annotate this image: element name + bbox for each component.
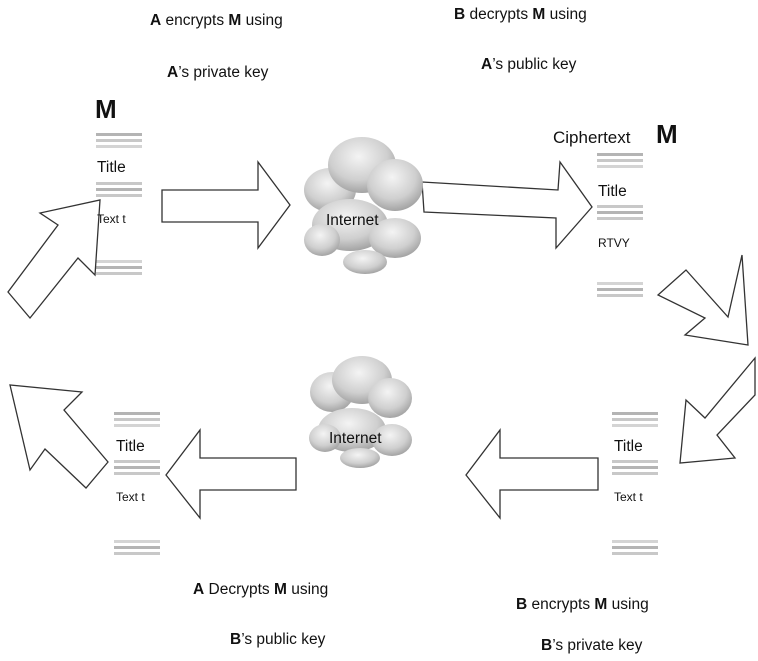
caption-top-right-line2: A’s public key [481, 56, 577, 73]
caption-bottom-left-line1: A Decrypts M using [193, 581, 329, 598]
doc-top-left-body: Text t [97, 212, 126, 226]
doc-top-left-marker: M [95, 94, 117, 124]
doc-top-right-title: Title [598, 183, 627, 200]
doc-top-right-body: RTVY [598, 236, 630, 250]
arrow-doc-to-internet-top [161, 160, 291, 250]
doc-top-left-title: Title [97, 159, 126, 176]
doc-top-right-marker: M [656, 119, 678, 149]
internet-cloud-top [304, 137, 423, 274]
caption-bottom-right-line2: B’s private key [541, 637, 643, 654]
caption-top-left-line1: A encrypts M using [150, 12, 283, 29]
arrow-internet-to-doc-bottom [165, 428, 297, 520]
internet-cloud-bottom [309, 356, 412, 468]
arrow-doc-up-left [9, 384, 109, 489]
doc-bottom-right-body: Text t [614, 490, 643, 504]
document-top-right [597, 153, 643, 297]
arrow-doc-to-internet-bottom [465, 428, 599, 520]
caption-bottom-left-line2: B’s public key [230, 631, 326, 648]
doc-bottom-left-body: Text t [116, 490, 145, 504]
caption-bottom-right-line1: B encrypts M using [516, 596, 649, 613]
document-bottom-left [114, 412, 160, 555]
document-top-left [96, 133, 142, 275]
arrow-internet-to-ciphertext [421, 160, 593, 250]
doc-bottom-left-title: Title [116, 438, 145, 455]
document-bottom-right [612, 412, 658, 555]
internet-label-top: Internet [326, 212, 379, 229]
arrow-down-left-to-doc [679, 356, 756, 464]
doc-bottom-right-title: Title [614, 438, 643, 455]
doc-top-right-prefix: Ciphertext [553, 128, 631, 147]
arrow-up-right-to-doc [7, 199, 101, 320]
caption-top-right-line1: B decrypts M using [454, 6, 587, 23]
internet-label-bottom: Internet [329, 430, 382, 447]
arrow-ciphertext-down-right [656, 254, 749, 346]
caption-top-left-line2: A’s private key [167, 64, 269, 81]
